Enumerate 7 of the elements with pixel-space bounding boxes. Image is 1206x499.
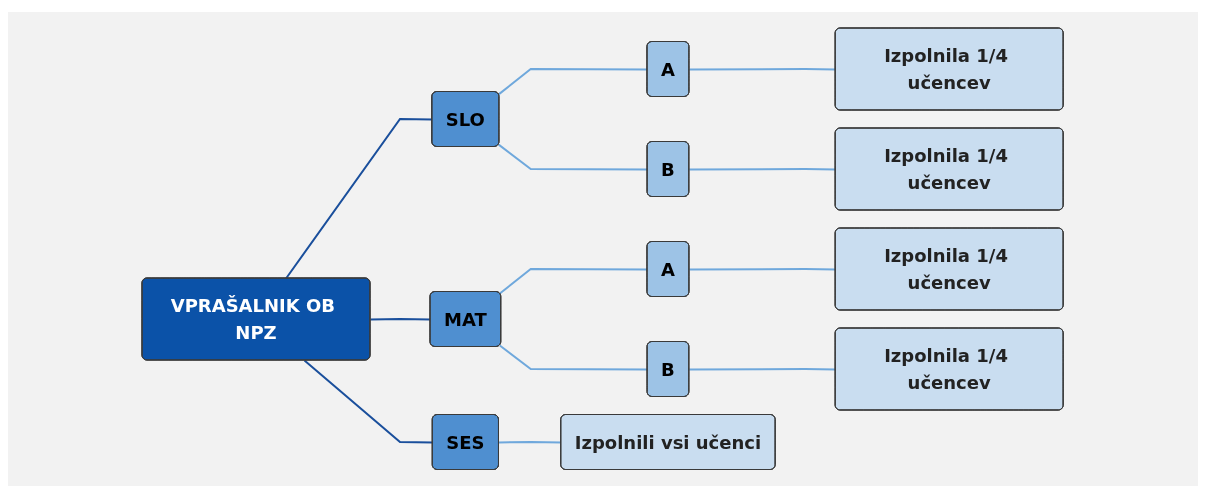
connector: [499, 268, 649, 295]
connector: [285, 118, 434, 280]
connector: [499, 344, 649, 371]
connector: [369, 318, 432, 321]
connector: [498, 68, 649, 96]
connector: [498, 441, 563, 444]
connector: [498, 143, 649, 171]
